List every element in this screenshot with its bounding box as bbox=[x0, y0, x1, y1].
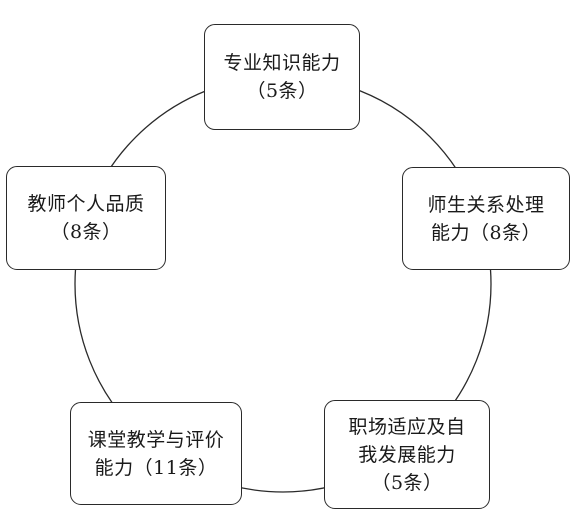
node-label-line: 课堂教学与评价 bbox=[87, 428, 225, 451]
node-label-line: 师生关系处理 bbox=[427, 193, 545, 216]
node-count-line: （8条） bbox=[50, 221, 122, 243]
node-label-line: 职场适应及自 bbox=[348, 415, 466, 438]
node-label-line: 专业知识能力 bbox=[223, 52, 341, 74]
node-classroom-teaching: 课堂教学与评价 能力（11条） bbox=[70, 402, 242, 505]
node-teacher-student-relations: 师生关系处理 能力（8条） bbox=[402, 167, 570, 270]
node-professional-knowledge: 专业知识能力 （5条） bbox=[204, 24, 360, 130]
node-personal-qualities: 教师个人品质 （8条） bbox=[6, 166, 166, 270]
node-count-line: （5条） bbox=[371, 471, 443, 494]
node-count-line: 能力（8条） bbox=[430, 221, 542, 244]
node-count-line: （5条） bbox=[246, 80, 318, 102]
node-label-line: 教师个人品质 bbox=[27, 193, 145, 215]
node-count-line: 能力（11条） bbox=[94, 456, 218, 479]
node-label-line: 我发展能力 bbox=[358, 443, 456, 466]
node-workplace-adaptation: 职场适应及自 我发展能力 （5条） bbox=[324, 400, 490, 509]
